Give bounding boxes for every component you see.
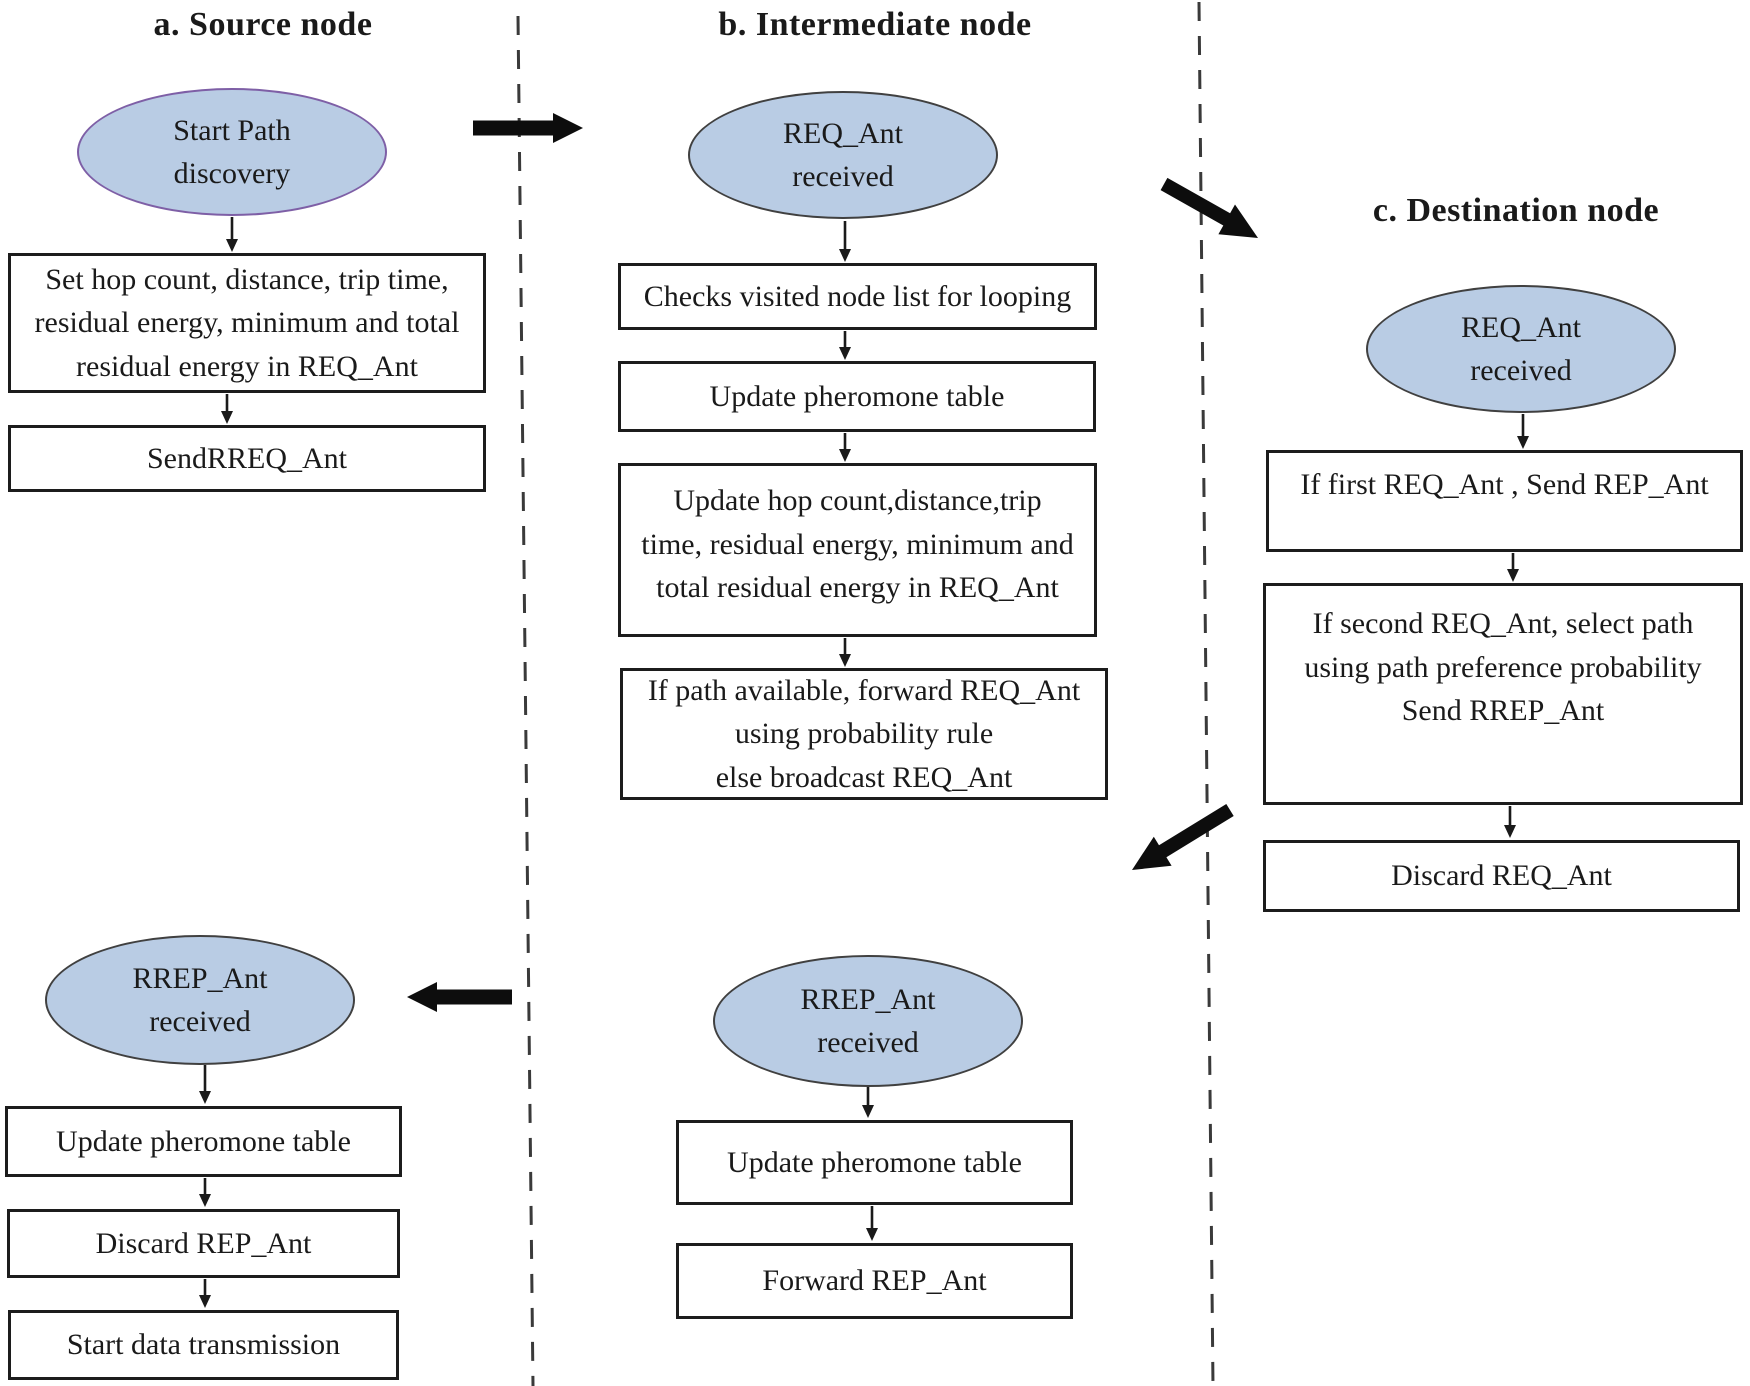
flow-arrow [839,638,851,667]
process-box-start-data-transmission: Start data transmission [8,1310,399,1380]
process-box-send-rreq-ant: SendRREQ_Ant [8,425,486,492]
process-box-update-fields: Update hop count,distance,trip time, res… [618,463,1097,637]
rrep-ant-received-ellipse-source: RREP_Ant received [45,935,355,1065]
process-box-set-fields: Set hop count, distance, trip time, resi… [8,253,486,393]
flow-arrow [839,331,851,360]
divider-dashed-line-left [516,15,535,1386]
arrow-destination-to-intermediate-reply [1132,804,1234,870]
flow-arrow [839,221,851,262]
flow-arrow [866,1206,878,1241]
node-label: Discard REQ_Ant [1391,859,1612,893]
process-box-forward-or-broadcast: If path available, forward REQ_Ant using… [620,668,1108,800]
flow-arrow [1504,806,1516,838]
node-label: Checks visited node list for looping [643,279,1072,313]
divider-dashed-line-right [1197,1,1215,1386]
flow-arrow [226,217,238,252]
node-label: Update hop count,distance,trip time, res… [641,484,1074,604]
process-box-second-req-select-path: If second REQ_Ant, select path using pat… [1263,583,1743,805]
flow-arrow [839,433,851,462]
section-title-intermediate: b. Intermediate node [718,6,1032,43]
flow-arrow [1517,414,1529,449]
arrow-intermediate-to-destination [1160,177,1258,238]
node-label: Forward REP_Ant [762,1264,987,1298]
section-title-destination: c. Destination node [1372,192,1660,229]
node-label: Update pheromone table [56,1124,351,1158]
process-box-discard-rep-ant: Discard REP_Ant [7,1209,400,1278]
section-title-source: a. Source node [153,6,373,43]
arrow-intermediate-to-source-reply [407,982,512,1012]
node-label: REQ_Ant received [1461,310,1581,388]
node-label: SendRREQ_Ant [146,441,347,475]
flow-arrow [862,1087,874,1118]
node-label: If first REQ_Ant , Send REP_Ant [1300,468,1709,501]
node-label: If second REQ_Ant, select path using pat… [1304,607,1702,727]
node-label: RREP_Ant received [800,982,936,1060]
process-box-update-pheromone-source: Update pheromone table [5,1106,402,1177]
node-label: Update pheromone table [727,1145,1022,1179]
process-box-first-req-send-rep: If first REQ_Ant , Send REP_Ant [1266,450,1743,552]
arrow-source-to-intermediate [473,113,583,143]
flow-arrow [221,394,233,424]
node-label: Start data transmission [66,1328,341,1362]
start-path-discovery-ellipse: Start Path discovery [77,88,387,216]
req-ant-received-ellipse-intermediate: REQ_Ant received [688,91,998,219]
node-label: If path available, forward REQ_Ant using… [647,673,1081,794]
process-box-forward-rep-ant: Forward REP_Ant [676,1243,1073,1319]
flow-arrow [1507,553,1519,582]
process-box-check-visited-list: Checks visited node list for looping [618,263,1097,330]
node-label: Set hop count, distance, trip time, resi… [34,262,460,383]
process-box-update-pheromone-intermediate-reply: Update pheromone table [676,1120,1073,1205]
node-label: Discard REP_Ant [95,1226,312,1260]
flow-arrow [199,1065,211,1104]
process-box-update-pheromone-intermediate: Update pheromone table [618,361,1096,432]
flow-arrow [199,1178,211,1207]
node-label: Update pheromone table [709,379,1005,413]
flow-arrow [199,1279,211,1308]
node-label: REQ_Ant received [783,116,903,194]
process-box-discard-req-ant: Discard REQ_Ant [1263,840,1740,912]
req-ant-received-ellipse-destination: REQ_Ant received [1366,285,1676,413]
node-label: Start Path discovery [173,113,291,191]
rrep-ant-received-ellipse-intermediate: RREP_Ant received [713,955,1023,1087]
node-label: RREP_Ant received [132,961,268,1039]
